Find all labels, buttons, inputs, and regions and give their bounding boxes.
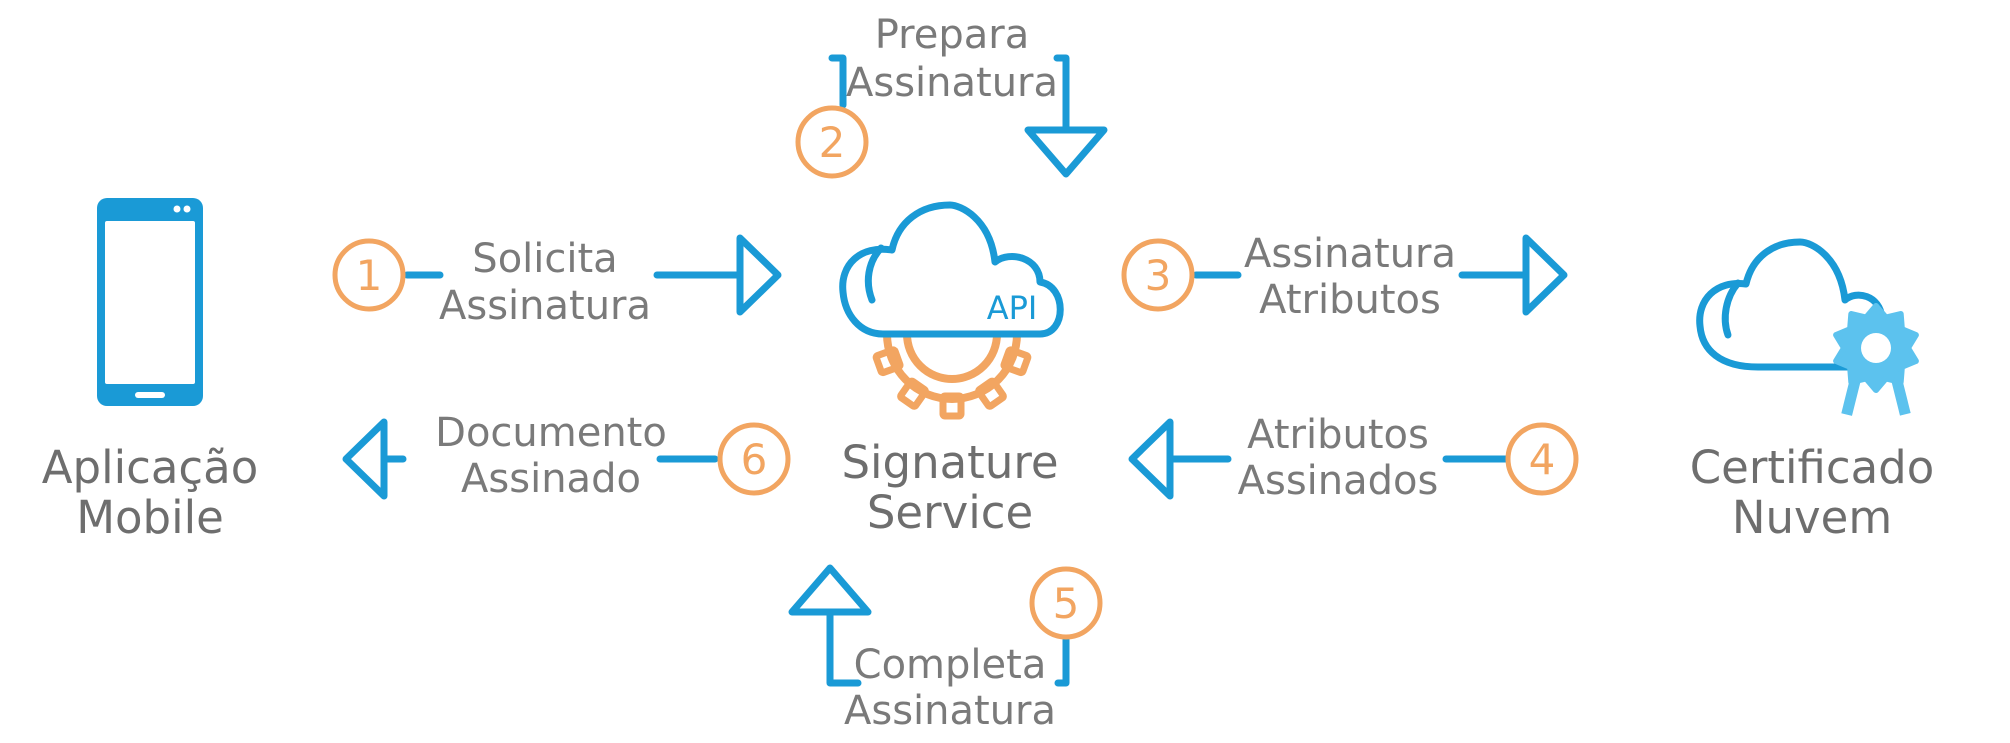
mobile-node: Aplicação Mobile xyxy=(42,198,259,544)
step-6-number: 6 xyxy=(741,435,768,484)
cloud-cert-node: Certificado Nuvem xyxy=(1690,238,1935,544)
gear-tooth xyxy=(872,346,904,377)
service-label-line2: Service xyxy=(867,486,1033,539)
step-4-badge: 4 xyxy=(1505,422,1579,496)
api-label: API xyxy=(987,289,1038,327)
step-5-badge: 5 xyxy=(1029,566,1103,640)
gear-tooth xyxy=(1000,346,1032,377)
step-4-number: 4 xyxy=(1529,435,1556,484)
step-6-badge: 6 xyxy=(717,422,791,496)
service-node: API Signature Service xyxy=(839,201,1064,539)
gear-icon xyxy=(872,333,1032,420)
step-2-badge: 2 xyxy=(795,105,869,179)
step-2-arrow xyxy=(828,54,1108,178)
cloud-certificate-icon xyxy=(1696,238,1919,416)
step-2-label-line1: Prepara xyxy=(875,12,1029,58)
cloud-cert-label-line2: Nuvem xyxy=(1732,491,1892,544)
step-3-label-line2: Atributos xyxy=(1259,277,1441,323)
step-3-number: 3 xyxy=(1145,251,1172,300)
mobile-label-line1: Aplicação xyxy=(42,441,259,494)
cloud-cert-label-line1: Certificado xyxy=(1690,441,1935,494)
step-6-label-line2: Assinado xyxy=(461,456,641,502)
step-3-arrow xyxy=(1192,234,1568,316)
service-label-line1: Signature xyxy=(841,436,1058,489)
step-5-number: 5 xyxy=(1053,579,1080,628)
certificate-badge-icon xyxy=(1833,303,1919,416)
cloud-gear-icon: API xyxy=(839,201,1064,420)
step-3-badge: 3 xyxy=(1121,238,1195,312)
step-2-label-line2: Assinatura xyxy=(846,60,1058,106)
step-1-label-line1: Solicita xyxy=(472,236,617,282)
step-4-label-line2: Assinados xyxy=(1238,458,1439,504)
step-6-arrow xyxy=(342,418,719,500)
step-4-arrow xyxy=(1128,418,1512,500)
step-1-badge: 1 xyxy=(332,238,406,312)
step-1-arrow xyxy=(403,234,782,316)
step-5-label-line2: Assinatura xyxy=(844,688,1056,734)
step-1-number: 1 xyxy=(356,251,383,300)
step-2-number: 2 xyxy=(819,118,846,167)
smartphone-icon xyxy=(97,198,203,406)
step-1-label-line2: Assinatura xyxy=(439,283,651,329)
step-4-label-line1: Atributos xyxy=(1247,412,1429,458)
mobile-label-line2: Mobile xyxy=(76,491,224,544)
step-5-label-line1: Completa xyxy=(854,642,1047,688)
step-6-label-line1: Documento xyxy=(435,410,667,456)
step-3-label-line1: Assinatura xyxy=(1244,231,1456,277)
step-5-arrow xyxy=(788,564,1070,687)
